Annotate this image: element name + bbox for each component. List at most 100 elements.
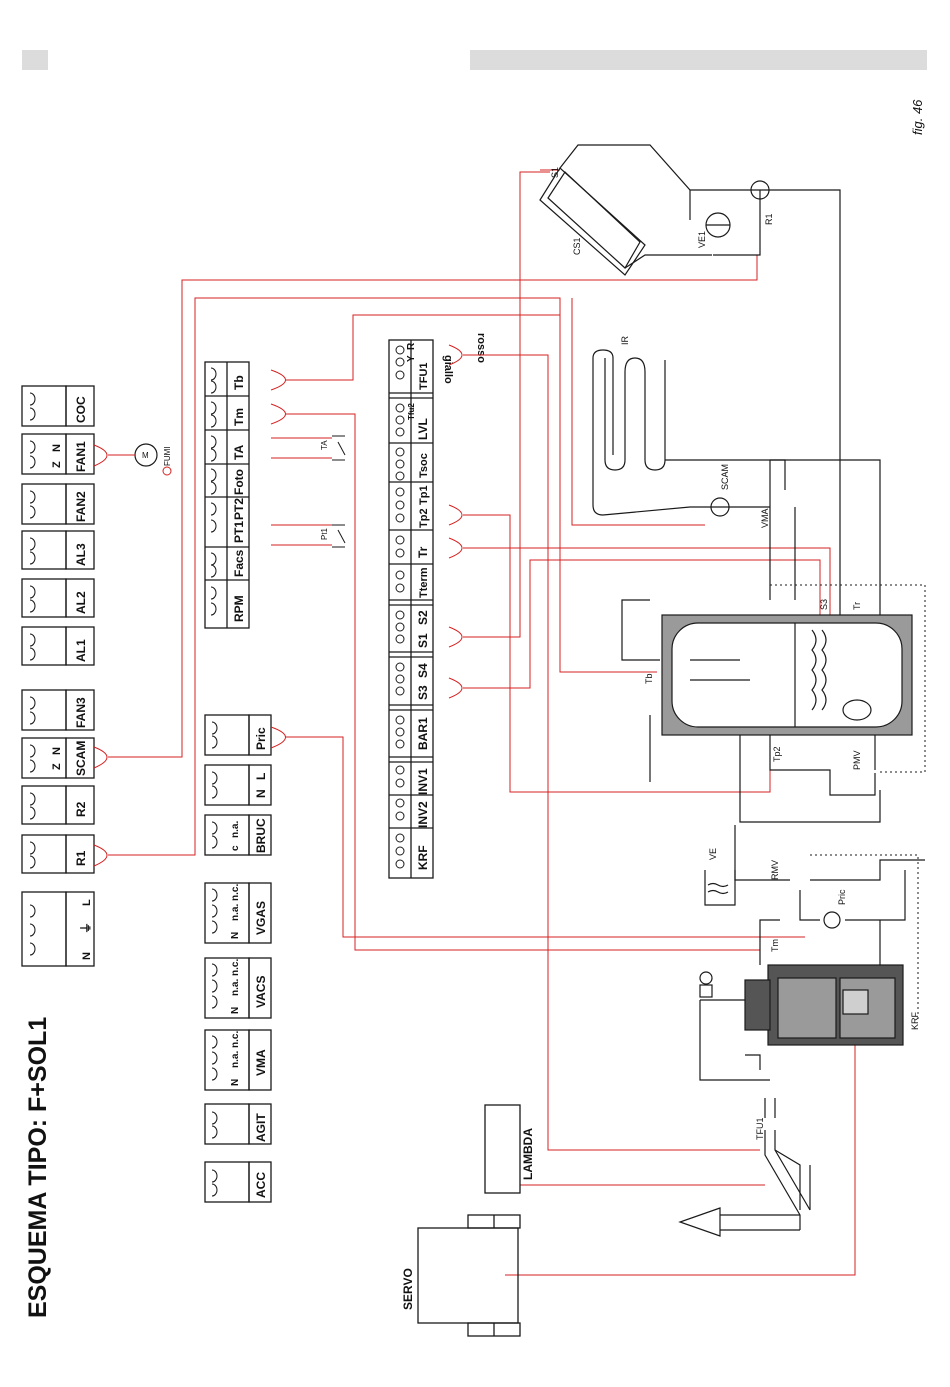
acc-label: ACC: [254, 1172, 268, 1198]
fig-label: fig. 46: [910, 99, 925, 135]
vma-valve-label: VMA: [760, 508, 770, 528]
left-terminals: [21, 385, 95, 967]
vma-pin-nc: n.c.: [230, 1031, 241, 1048]
rosso-label: rosso: [475, 333, 487, 363]
tp2-label: Tp2: [418, 508, 430, 528]
dotted-boundary: [770, 584, 926, 1020]
thermostat-ta: [332, 435, 346, 461]
fan1-n-label: N: [51, 444, 63, 452]
s2-label: S2: [416, 610, 430, 625]
r-label: R: [406, 342, 417, 350]
fan2-label: FAN2: [74, 491, 88, 522]
power-earth-label: ⏚: [79, 922, 93, 934]
right-row-labels: KRF INV2 INV1 BAR1 S3 S4 S1 S2 Tterm Tr …: [406, 342, 430, 870]
sensor-row-labels: RPM Facs PT1 PT2 Foto TA Tm Tb: [232, 375, 246, 622]
ta-label: TA: [232, 445, 246, 460]
scam-z-label: Z: [51, 763, 63, 770]
vgas-pin-nc: n.c.: [230, 884, 241, 901]
al1-label: AL1: [74, 639, 88, 662]
bruc-pin-na: n.a.: [230, 821, 241, 838]
krf-sensor-label: KRF: [910, 1011, 920, 1030]
r1-pump-label: R1: [764, 213, 774, 225]
facs-label: Facs: [232, 549, 246, 577]
bar1-label: BAR1: [416, 717, 430, 750]
inv1-label: INV1: [416, 768, 430, 795]
right-row: [388, 339, 434, 879]
header-bar-left: [22, 50, 48, 70]
thermostat-pt1: [332, 524, 346, 548]
mid-labels: ACC AGIT VMA VACS VGAS BRUC N L Pric N n…: [230, 727, 268, 1198]
left-block-labels: N ⏚ L R1 R2 SCAM Z N FAN3 AL1 AL2 AL3 FA…: [51, 396, 93, 960]
vma-label: VMA: [254, 1049, 268, 1076]
giallo-label: giallo: [442, 355, 454, 384]
sensor-row-arcs: [210, 367, 217, 616]
mid-terminal-arcs: [211, 721, 218, 1197]
terminal-arcs: [29, 392, 36, 956]
s4-label: S4: [416, 663, 430, 678]
vacs-pin-n: N: [230, 1007, 241, 1014]
vgas-label: VGAS: [254, 901, 268, 935]
tfu2-label: Tfu2: [407, 403, 416, 420]
fan1-z-label: Z: [51, 461, 63, 468]
al3-label: AL3: [74, 543, 88, 566]
power-n-label: N: [81, 952, 93, 960]
vacs-pin-na: n.a.: [230, 979, 241, 996]
foto-label: Foto: [232, 469, 246, 495]
lambda-servo: [417, 1104, 521, 1337]
ta-thermostat-label: TA: [320, 440, 329, 450]
tterm-label: Tterm: [418, 567, 430, 598]
pt1-thermostat-label: Pt1: [320, 527, 329, 540]
s3-label: S3: [416, 685, 430, 700]
al2-label: AL2: [74, 591, 88, 614]
tfu1-sensor-label: TFU1: [755, 1118, 765, 1141]
hydraulic-labels: CS1 S1 VE1 R1 IR SCAM VMA S3 Tr Tb Tp2 P…: [550, 167, 920, 1140]
tr-label: Tr: [416, 546, 430, 558]
vgas-pin-n: N: [230, 932, 241, 939]
pmv-label: PMV: [852, 750, 862, 770]
earth-icon: [162, 466, 172, 476]
ve1-label: VE1: [697, 231, 707, 248]
right-row-circles: [395, 345, 405, 869]
tr-sensor-label: Tr: [852, 602, 862, 610]
tp2-sensor-label: Tp2: [772, 746, 782, 762]
nl-n-label: N: [254, 789, 268, 798]
fan1-label: FAN1: [74, 441, 88, 472]
motor-m-label: M: [142, 451, 149, 460]
cs1-label: CS1: [572, 237, 582, 255]
mid-terminals: [204, 714, 272, 1203]
pt2-label: PT2: [232, 498, 246, 520]
vacs-label: VACS: [254, 976, 268, 1008]
vma-pin-na: n.a.: [230, 1051, 241, 1068]
lvl-label: LVL: [416, 418, 430, 440]
bruc-pin-c: c: [230, 845, 241, 851]
pric-label: Pric: [254, 727, 268, 750]
pt1-label: PT1: [232, 521, 246, 543]
lambda-label: LAMBDA: [521, 1128, 535, 1180]
tm-label: Tm: [232, 408, 246, 426]
servo-label: SERVO: [401, 1268, 415, 1310]
tfu1-label: TFU1: [418, 363, 430, 391]
fan3-label: FAN3: [74, 697, 88, 728]
s1-label: S1: [416, 633, 430, 648]
fumi-label: FUMI: [163, 446, 172, 466]
vacs-pin-nc: n.c.: [230, 959, 241, 976]
rpm-label: RPM: [232, 595, 246, 622]
fumi-motor: M FUMI: [134, 443, 172, 476]
red-wires: [93, 169, 856, 1276]
y-label: Y: [406, 355, 417, 362]
power-l-label: L: [81, 899, 93, 906]
r2-label: R2: [74, 801, 88, 817]
vgas-pin-na: n.a.: [230, 904, 241, 921]
krf-label: KRF: [416, 845, 430, 870]
rmv-label: RMV: [770, 860, 780, 880]
scam-label: SCAM: [74, 741, 88, 776]
nl-l-label: L: [254, 773, 268, 780]
tb-sensor-label: Tb: [644, 673, 654, 684]
tb-label: Tb: [232, 375, 246, 390]
s1-sensor-label: S1: [550, 167, 560, 178]
inv2-label: INV2: [416, 801, 430, 828]
header-bar-right: [470, 50, 927, 70]
s3-sensor-label: S3: [819, 599, 829, 610]
